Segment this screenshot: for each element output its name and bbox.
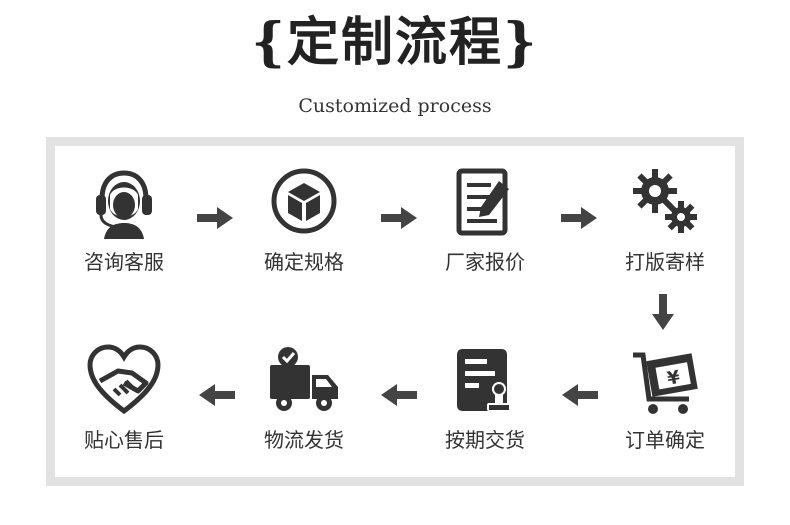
page-subtitle: Customized process <box>298 95 492 117</box>
step-label: 确定规格 <box>264 250 344 274</box>
step-consult: 咨询客服 <box>49 165 199 275</box>
step-order-confirm: ¥ 订单确定 <box>590 343 740 453</box>
gears-icon <box>633 169 697 233</box>
arrow-left-icon <box>199 384 235 406</box>
heart-handshake-icon <box>87 344 161 415</box>
step-label: 厂家报价 <box>445 250 525 274</box>
step-specification: 确定规格 <box>229 165 379 275</box>
step-label: 物流发货 <box>264 428 344 452</box>
arrow-right-icon <box>561 207 597 229</box>
step-shipping: 物流发货 <box>229 343 379 453</box>
arrow-right-icon <box>197 207 233 229</box>
stamp-document-icon <box>457 349 511 411</box>
arrow-right-icon <box>381 207 417 229</box>
step-label: 打版寄样 <box>625 250 705 274</box>
step-label: 咨询客服 <box>84 250 164 274</box>
step-sample: 打版寄样 <box>590 165 740 275</box>
page-title: {定制流程} <box>251 12 539 73</box>
step-after-sales: 贴心售后 <box>49 343 199 453</box>
box-icon <box>271 168 337 234</box>
arrow-left-icon <box>562 384 598 406</box>
step-label: 贴心售后 <box>84 428 164 452</box>
step-label: 订单确定 <box>625 428 705 452</box>
cart-yuan-icon: ¥ <box>633 352 698 414</box>
delivery-truck-icon <box>270 347 338 411</box>
step-delivery-schedule: 按期交货 <box>410 343 560 453</box>
step-quotation: 厂家报价 <box>410 165 560 275</box>
customer-service-headset-icon <box>96 170 152 239</box>
process-panel <box>55 146 735 477</box>
step-label: 按期交货 <box>445 428 525 452</box>
arrow-down-icon <box>652 294 674 330</box>
svg-text:¥: ¥ <box>666 367 682 390</box>
document-edit-icon <box>456 168 509 236</box>
arrow-left-icon <box>381 384 417 406</box>
